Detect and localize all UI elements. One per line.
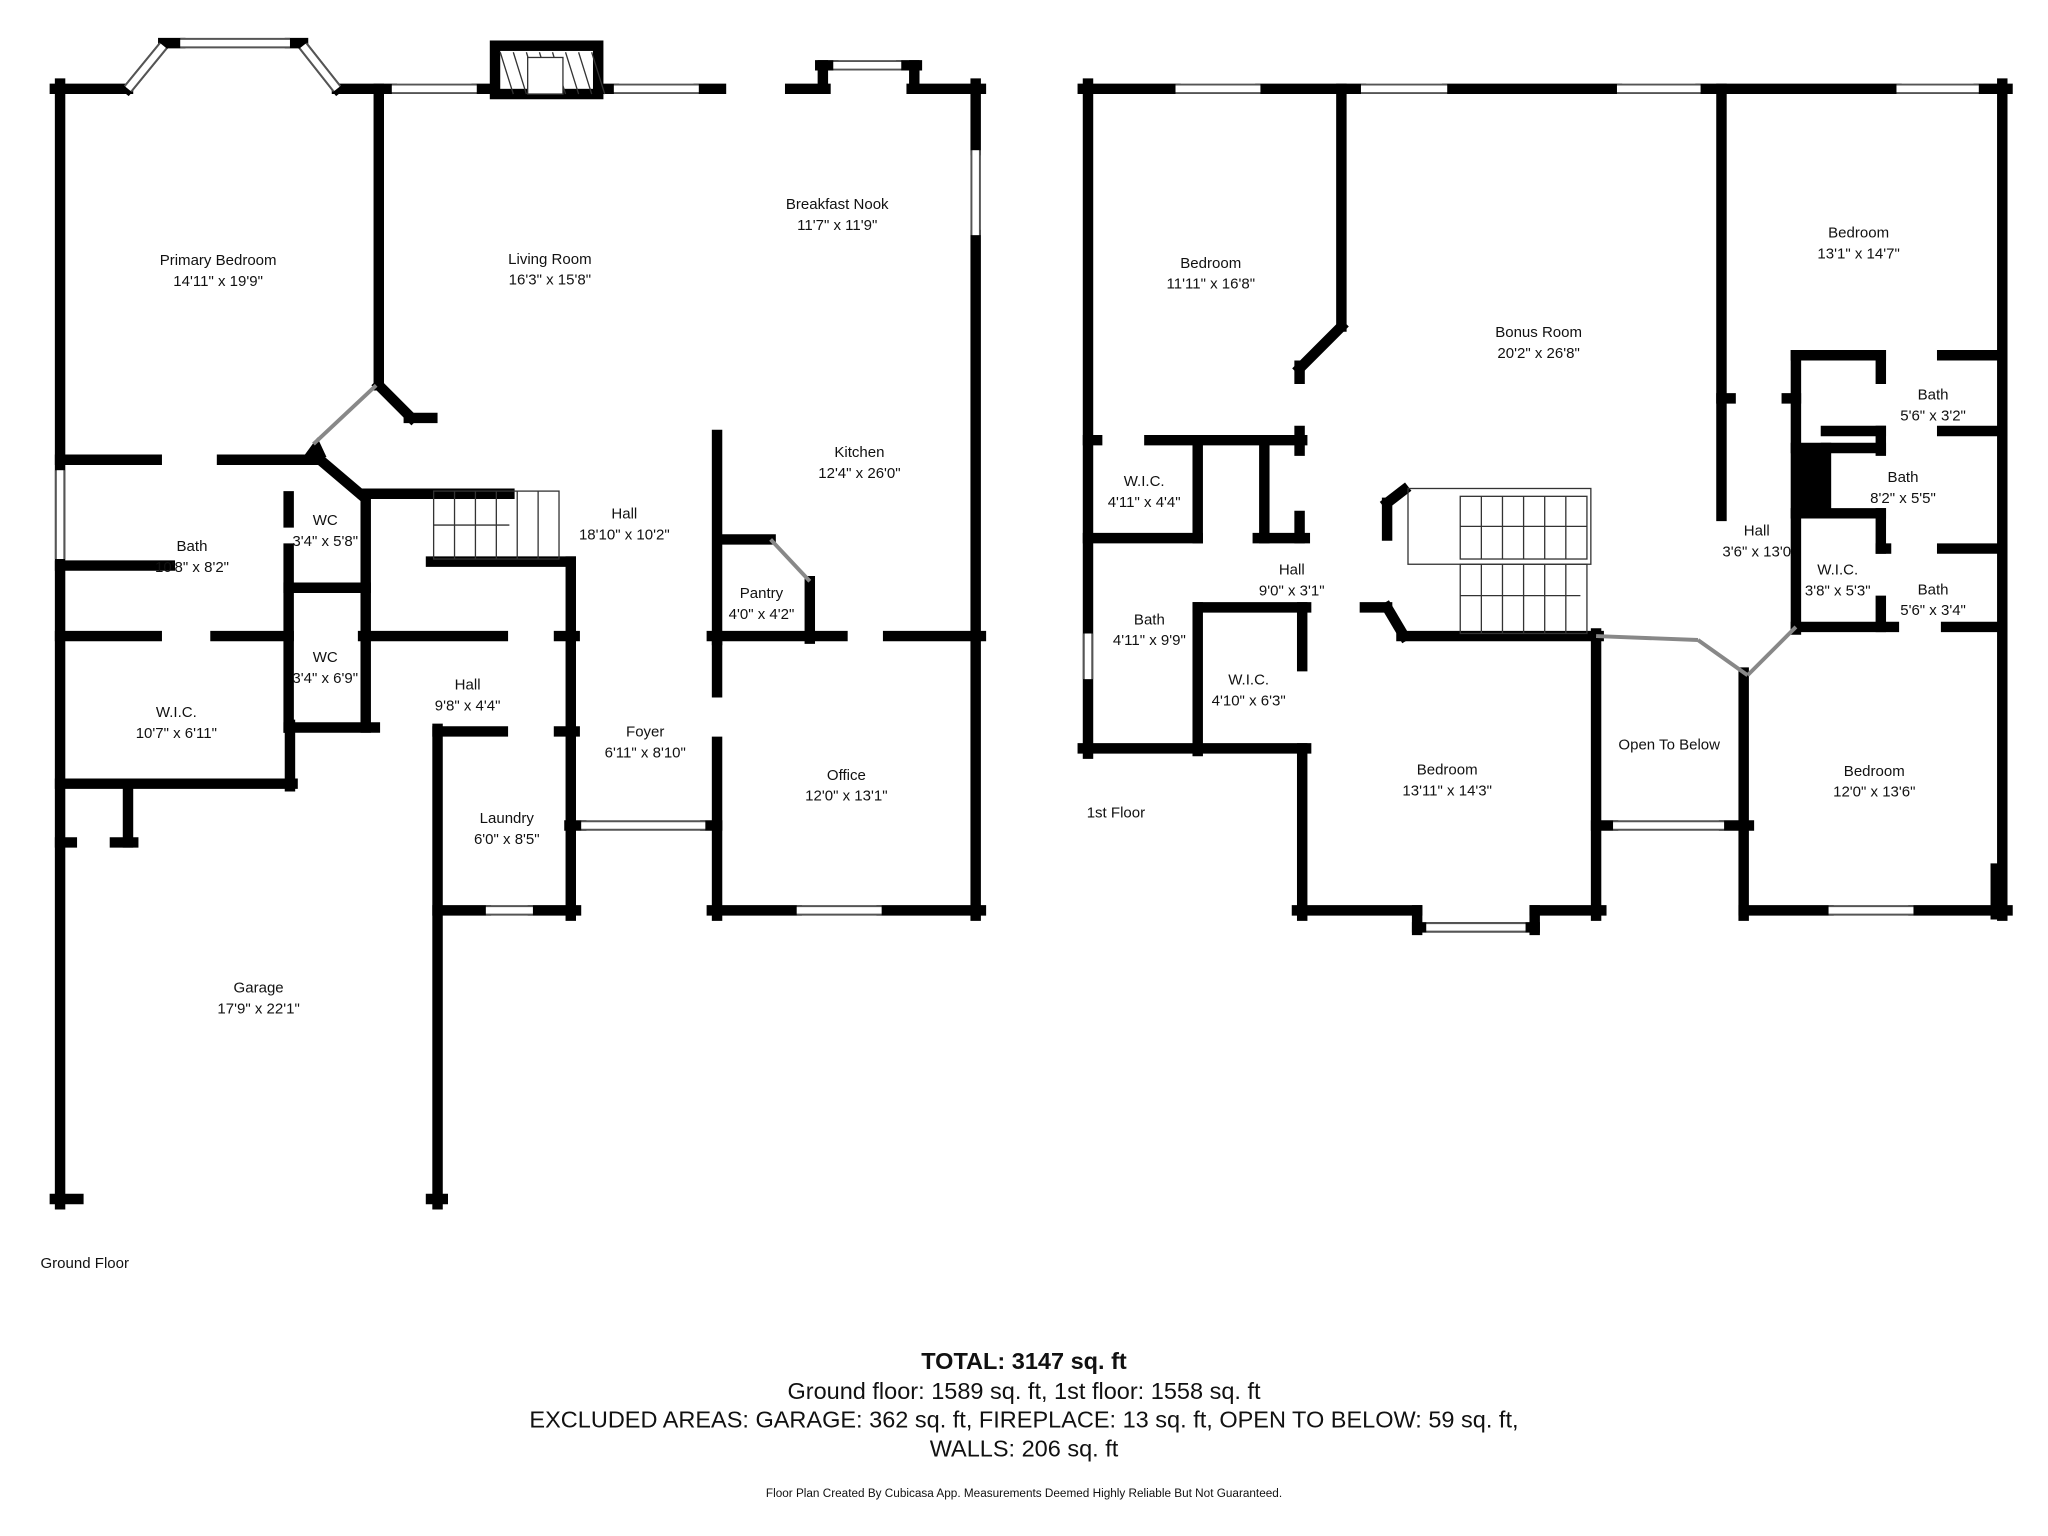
wall-block	[1795, 447, 1826, 510]
door-opening	[1696, 638, 1749, 677]
excluded-areas-walls: WALLS: 206 sq. ft	[929, 1435, 1119, 1462]
window-pane	[125, 43, 166, 91]
room-label-wic: W.I.C.4'10" x 6'3"	[1211, 672, 1286, 710]
chimney	[527, 56, 564, 95]
door-opening	[312, 383, 378, 446]
walls	[49, 37, 2013, 1210]
door-opening	[769, 538, 812, 583]
room-label-wic: W.I.C.4'11" x 4'4"	[1107, 474, 1181, 511]
door-opening	[1596, 634, 1699, 642]
wall	[312, 452, 371, 504]
fireplace-hatch	[564, 52, 580, 95]
fireplace-hatch	[577, 52, 593, 95]
wall	[371, 377, 419, 426]
floor-label-first: 1st Floor	[1086, 805, 1146, 822]
fireplace-hatch	[499, 52, 514, 95]
fireplace-hatch	[591, 52, 606, 95]
window-pane	[300, 43, 340, 91]
door-opening	[1746, 625, 1798, 677]
windows	[54, 37, 1979, 933]
room-label-wic: W.I.C.10'7" x 6'11"	[135, 705, 217, 742]
floor-label-ground: Ground Floor	[40, 1256, 129, 1273]
wall	[1292, 319, 1349, 376]
stair-railing	[1407, 487, 1592, 565]
fireplace-hatch	[512, 52, 527, 95]
excluded-areas: EXCLUDED AREAS: GARAGE: 362 sq. ft, FIRE…	[529, 1406, 1519, 1433]
floor-areas: Ground floor: 1589 sq. ft, 1st floor: 15…	[787, 1377, 1261, 1405]
disclaimer: Floor Plan Created By Cubicasa App. Meas…	[765, 1486, 1283, 1500]
room-label-wic: W.I.C.3'8" x 5'3"	[1804, 562, 1871, 600]
total-area: TOTAL: 3147 sq. ft	[921, 1347, 1127, 1375]
stairs	[432, 487, 1592, 635]
room-label-open-to-below: Open To Below	[1618, 737, 1721, 754]
wall-corner	[303, 437, 327, 458]
